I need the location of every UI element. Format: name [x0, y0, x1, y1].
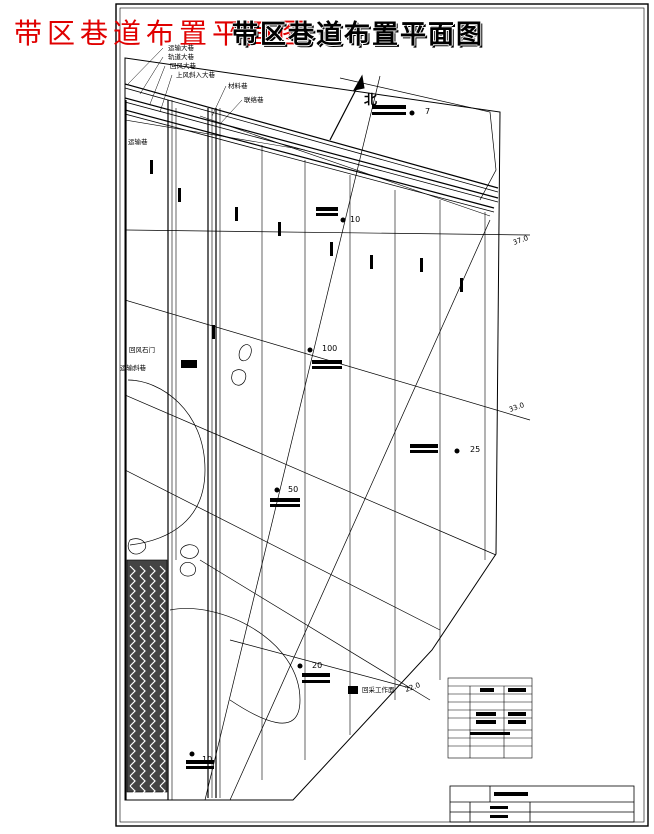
contour-37: 37.0 — [512, 234, 529, 247]
callout-5: 材料巷 — [228, 81, 248, 90]
callout-7: 运输巷 — [128, 137, 148, 146]
callout-3: 回风大巷 — [170, 61, 197, 70]
mark-25: 25 — [470, 445, 480, 454]
callout-10: 回采工作面 — [362, 685, 395, 694]
mark-7: 7 — [425, 107, 430, 116]
contour-33: 33.0 — [508, 401, 525, 414]
callout-6: 联络巷 — [244, 95, 264, 104]
title-block-fill — [490, 792, 528, 818]
mark-10: 10 — [350, 215, 360, 224]
mark-50: 50 — [288, 485, 298, 494]
callouts: 运输大巷 轨道大巷 回风大巷 上风斜入大巷 材料巷 联络巷 运输巷 回风石门 运… — [120, 43, 395, 694]
north-label: 北 — [364, 93, 377, 108]
upper-block-edge — [339, 77, 497, 201]
main-roadways — [124, 83, 499, 217]
inner-frame — [119, 7, 645, 823]
vertical-roadway — [175, 108, 221, 798]
mark-numbers: 7 10 100 50 20 10 25 — [189, 107, 480, 764]
goaf-strip — [125, 100, 173, 800]
label-tags — [150, 105, 463, 769]
north-arrow-icon — [329, 74, 365, 141]
callout-1: 运输大巷 — [168, 43, 195, 52]
sheet-title: 带区巷道布置平面图 — [232, 20, 485, 50]
curved-lines — [127, 344, 301, 724]
legend-table — [447, 677, 533, 759]
callout-9: 运输斜巷 — [120, 363, 147, 372]
title-block — [449, 785, 635, 823]
callout-8: 回风石门 — [129, 345, 155, 354]
legend-fill — [470, 688, 526, 735]
contour-22: 22.0 — [404, 681, 421, 694]
mark-20: 20 — [312, 661, 322, 670]
callout-4: 上风斜入大巷 — [176, 70, 216, 79]
outer-frame — [115, 3, 649, 827]
contour-values: 37.0 33.0 22.0 — [404, 234, 529, 694]
callout-2: 轨道大巷 — [168, 52, 195, 61]
mark-100: 100 — [322, 344, 337, 353]
strip-lines — [261, 145, 486, 780]
red-title: 带区巷道布置平面图 — [14, 17, 312, 50]
contour-lines — [124, 75, 531, 801]
mark-10b: 10 — [202, 755, 212, 764]
panel-boundary — [124, 57, 501, 801]
hatch-pattern — [129, 565, 166, 797]
